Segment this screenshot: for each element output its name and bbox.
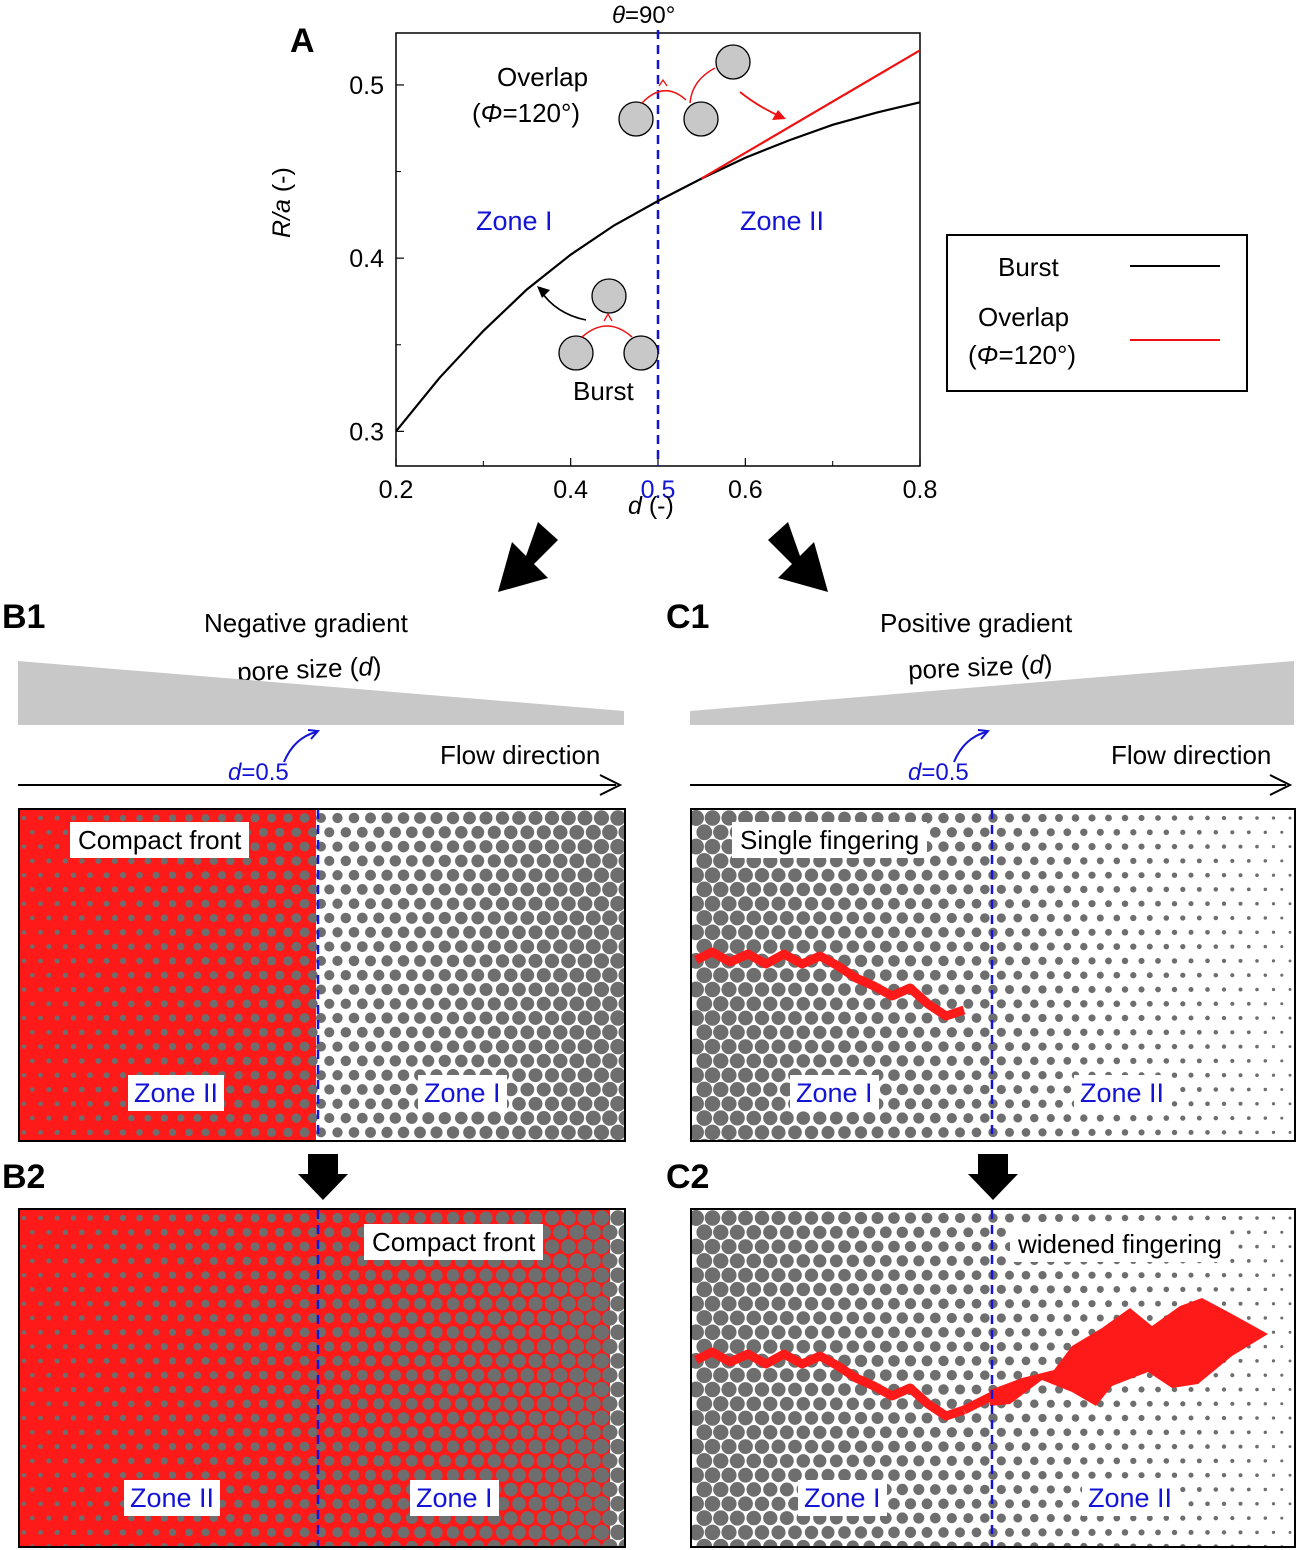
x-tick-label: 0.8 — [903, 476, 938, 504]
c2-pore-network: widened fingering Zone I Zone II — [690, 1208, 1296, 1548]
grain-circle — [683, 101, 719, 137]
c1-single-fingering-label: Single fingering — [732, 822, 928, 858]
panel-label-c1: C1 — [666, 598, 710, 636]
burst-series-line — [395, 101, 921, 433]
b2-zone-left-label: Zone II — [124, 1480, 221, 1516]
b1-pore-network: Compact front Zone II Zone I — [18, 808, 626, 1142]
invasion-finger-extension — [961, 1391, 995, 1415]
zone-i-label: Zone I — [476, 206, 553, 236]
legend-overlap-label-line1: Overlap — [978, 302, 1070, 332]
b2-down-arrow-icon — [298, 1154, 348, 1200]
zone-ii-label: Zone II — [740, 206, 825, 236]
pore-schematic — [537, 44, 786, 371]
invasion-finger — [693, 947, 966, 1021]
c1-threshold-marker: d=0.5 — [908, 759, 969, 786]
panel-label-a: A — [290, 22, 315, 60]
arrow-down-right-icon — [768, 522, 828, 592]
b1-gradient-wedge — [18, 661, 624, 725]
arrow-down-left-icon — [498, 522, 558, 592]
grain-circle — [623, 335, 659, 371]
c1-zone-right-label: Zone II — [1074, 1075, 1171, 1111]
c2-widened-fingering-label: widened fingering — [1010, 1226, 1230, 1262]
theta-label: θ=90° — [612, 2, 676, 29]
legend-burst-swatch — [1130, 265, 1220, 267]
b2-compact-front-label: Compact front — [364, 1224, 544, 1260]
grain-circle — [591, 278, 627, 314]
x-tick-label: 0.2 — [379, 476, 414, 504]
c2-zone-left-label: Zone I — [798, 1480, 887, 1516]
c1-pore-network: Single fingering Zone I Zone II — [690, 808, 1296, 1142]
b2-pore-network: Compact front Zone II Zone I — [18, 1208, 626, 1548]
x-tick-label: 0.4 — [553, 476, 588, 504]
c1-flow-label: Flow direction — [1111, 740, 1272, 770]
x-axis-label: d (-) — [628, 492, 674, 520]
x-tick-label: 0.5 — [641, 476, 676, 504]
grain-circle — [618, 101, 654, 137]
widened-finger — [990, 1298, 1268, 1406]
b2-zone-right-label: Zone I — [410, 1480, 499, 1516]
legend-overlap-swatch — [1130, 339, 1220, 341]
b1-flow-label: Flow direction — [440, 740, 601, 770]
b1-flow-arrow — [18, 774, 623, 796]
panel-label-b1: B1 — [2, 598, 46, 636]
overlap-annotation-line1: Overlap — [497, 62, 589, 92]
y-tick-label: 0.4 — [349, 245, 384, 273]
legend: Burst Overlap (Φ=120°) — [946, 234, 1248, 392]
y-tick-label: 0.5 — [349, 72, 384, 100]
b1-title-line1: Negative gradient — [204, 608, 408, 638]
panel-label-c2: C2 — [666, 1158, 710, 1196]
b1-zone-left-label: Zone II — [128, 1075, 225, 1111]
chart-a: 0.2 0.4 0.5 0.6 0.8 0.3 0.4 0.5 — [349, 30, 938, 504]
b1-threshold-marker: d=0.5 — [228, 759, 289, 786]
grain-circle — [715, 44, 751, 80]
grain-circle — [558, 335, 594, 371]
panel-label-b2: B2 — [2, 1158, 46, 1196]
x-tick-label: 0.6 — [728, 476, 763, 504]
y-tick-label: 0.3 — [349, 418, 384, 446]
legend-burst-label: Burst — [998, 252, 1059, 282]
c2-down-arrow-icon — [968, 1154, 1018, 1200]
c1-zone-left-label: Zone I — [790, 1075, 879, 1111]
c1-marker-pointer — [953, 729, 991, 763]
c1-gradient-wedge — [690, 661, 1294, 725]
b1-zone-right-label: Zone I — [418, 1075, 507, 1111]
overlap-annotation-line2: (Φ=120°) — [472, 98, 581, 128]
burst-annotation: Burst — [573, 376, 634, 406]
b1-marker-pointer — [283, 729, 321, 763]
overlap-series-line — [701, 49, 921, 180]
c1-flow-arrow — [690, 774, 1293, 796]
invasion-finger — [693, 1347, 966, 1421]
c2-zone-right-label: Zone II — [1082, 1480, 1179, 1516]
y-axis-label: R/a (-) — [268, 167, 296, 238]
legend-overlap-label-line2: (Φ=120°) — [968, 340, 1077, 370]
c1-title-line1: Positive gradient — [880, 608, 1073, 638]
b1-compact-front-label: Compact front — [70, 822, 250, 858]
